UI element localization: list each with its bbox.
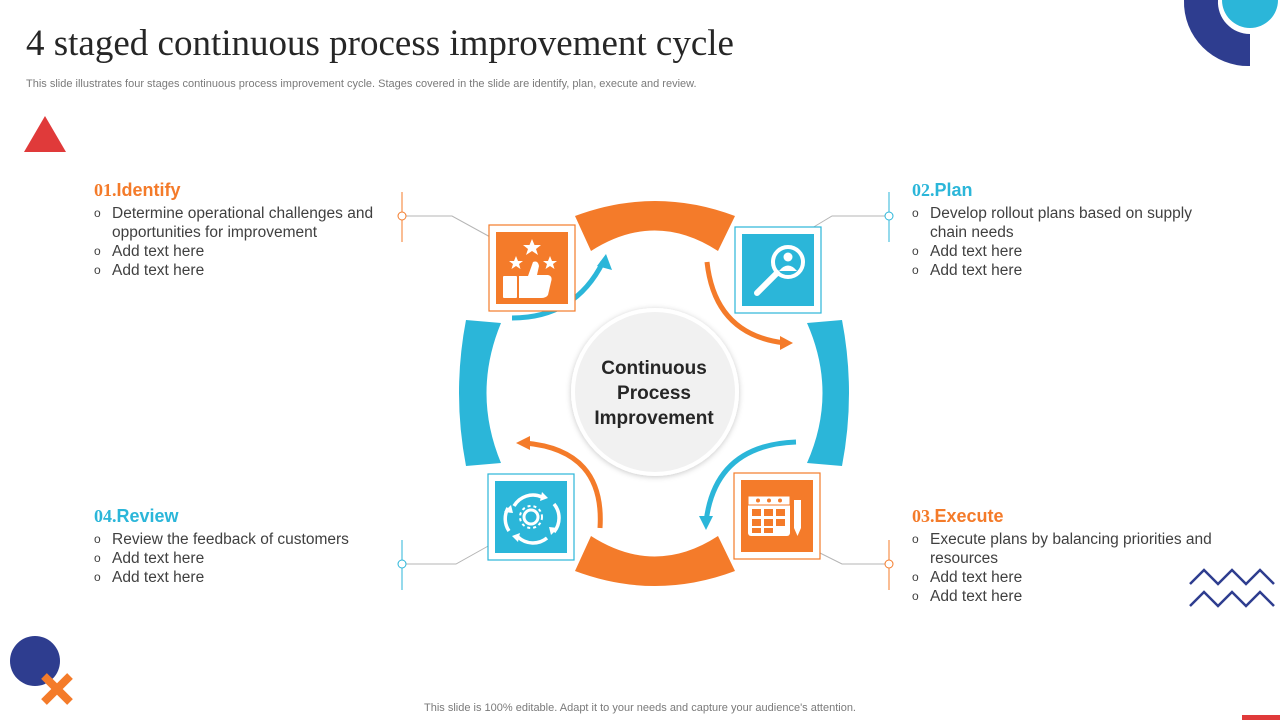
bullet-text: Add text here xyxy=(930,569,1023,586)
execute-icon-tile xyxy=(733,472,821,560)
bullet-text: Add text here xyxy=(930,243,1023,260)
red-triangle-decoration xyxy=(24,116,66,152)
bullet-mark: o xyxy=(912,263,919,277)
arrow-head-identify xyxy=(597,254,612,270)
list-item: o Add text here xyxy=(94,568,384,587)
stage-review: 04.Review o Review the feedback of custom… xyxy=(94,506,384,587)
bullet-text: Execute plans by balancing priorities an… xyxy=(930,531,1212,567)
calendar-pencil-icon xyxy=(747,495,801,536)
bullet-text: Add text here xyxy=(930,588,1023,605)
arrow-head-execute xyxy=(699,516,713,530)
stage-review-name: Review xyxy=(116,506,179,526)
center-circle xyxy=(571,308,739,476)
arrow-head-review xyxy=(516,436,530,450)
stage-review-number: 04. xyxy=(94,506,117,526)
review-icon-tile xyxy=(487,473,575,561)
bullet-text: Develop rollout plans based on supply ch… xyxy=(930,205,1192,241)
bullet-mark: o xyxy=(94,263,101,277)
center-label: Continuous Process Improvement xyxy=(573,356,735,431)
arrow-head-plan xyxy=(780,336,793,350)
ring-segment-right xyxy=(807,320,849,466)
list-item: o Add text here xyxy=(912,242,1212,261)
stage-execute-bullets: o Execute plans by balancing priorities a… xyxy=(912,530,1212,606)
stage-execute: 03.Execute o Execute plans by balancing p… xyxy=(912,506,1212,606)
stage-review-heading: 04.Review xyxy=(94,506,384,527)
zigzag-decoration xyxy=(1189,568,1275,608)
red-bar-decoration xyxy=(1242,715,1280,720)
ring-segment-left xyxy=(459,320,501,466)
list-item: o Add text here xyxy=(94,242,384,261)
stage-identify-name: Identify xyxy=(116,180,181,200)
center-label-line-1: Continuous xyxy=(601,358,707,379)
stage-plan: 02.Plan o Develop rollout plans based on … xyxy=(912,180,1212,280)
stage-execute-number: 03. xyxy=(912,506,935,526)
stage-execute-heading: 03.Execute xyxy=(912,506,1212,527)
stage-plan-name: Plan xyxy=(934,180,973,200)
bullet-mark: o xyxy=(912,532,919,546)
identify-icon-tile xyxy=(488,224,576,312)
arrow-plan-to-execute xyxy=(703,439,797,523)
bullet-mark: o xyxy=(912,206,919,220)
bullet-text: Add text here xyxy=(930,262,1023,279)
ring-segment-bottom xyxy=(575,536,735,586)
slide-subtitle: This slide illustrates four stages conti… xyxy=(26,78,697,90)
bullet-text: Add text here xyxy=(112,243,205,260)
bullet-text: Determine operational challenges and opp… xyxy=(112,205,374,241)
stage-identify-heading: 01.Identify xyxy=(94,180,384,201)
slide-title: 4 staged continuous process improvement … xyxy=(26,23,734,64)
bullet-text: Review the feedback of customers xyxy=(112,531,349,548)
slide-footer: This slide is 100% editable. Adapt it to… xyxy=(424,702,856,714)
list-item: o Determine operational challenges and op… xyxy=(94,204,384,242)
list-item: o Add text here xyxy=(94,261,384,280)
plan-icon-tile xyxy=(734,226,822,314)
list-item: o Add text here xyxy=(912,568,1212,587)
bullet-text: Add text here xyxy=(112,550,205,567)
bullet-mark: o xyxy=(94,206,101,220)
bullet-mark: o xyxy=(94,570,101,584)
ring-segment-top xyxy=(575,201,735,251)
stage-identify-number: 01. xyxy=(94,180,117,200)
stage-plan-heading: 02.Plan xyxy=(912,180,1212,201)
bullet-text: Add text here xyxy=(112,569,205,586)
bullet-mark: o xyxy=(912,570,919,584)
bullet-mark: o xyxy=(94,551,101,565)
center-label-line-3: Improvement xyxy=(594,408,714,429)
arrow-execute-to-review xyxy=(524,440,603,529)
stage-identify: 01.Identify o Determine operational chall… xyxy=(94,180,384,280)
thumbs-up-stars-icon xyxy=(503,239,557,298)
circle-cross-decoration xyxy=(10,636,73,705)
magnifier-user-icon xyxy=(754,245,805,296)
list-item: o Add text here xyxy=(912,587,1212,606)
bullet-mark: o xyxy=(94,532,101,546)
cycle-gear-icon xyxy=(503,493,561,545)
bullet-mark: o xyxy=(912,589,919,603)
arrow-identify-to-plan xyxy=(704,261,786,346)
stage-execute-name: Execute xyxy=(934,506,1004,526)
list-item: o Execute plans by balancing priorities a… xyxy=(912,530,1212,568)
bullet-mark: o xyxy=(912,244,919,258)
navy-arc-decoration xyxy=(1183,0,1278,67)
list-item: o Add text here xyxy=(912,261,1212,280)
stage-identify-bullets: o Determine operational challenges and op… xyxy=(94,204,384,280)
center-label-line-2: Process xyxy=(617,383,691,404)
stage-plan-number: 02. xyxy=(912,180,935,200)
list-item: o Develop rollout plans based on supply c… xyxy=(912,204,1212,242)
list-item: o Review the feedback of customers xyxy=(94,530,384,549)
list-item: o Add text here xyxy=(94,549,384,568)
bullet-mark: o xyxy=(94,244,101,258)
stage-plan-bullets: o Develop rollout plans based on supply c… xyxy=(912,204,1212,280)
bullet-text: Add text here xyxy=(112,262,205,279)
